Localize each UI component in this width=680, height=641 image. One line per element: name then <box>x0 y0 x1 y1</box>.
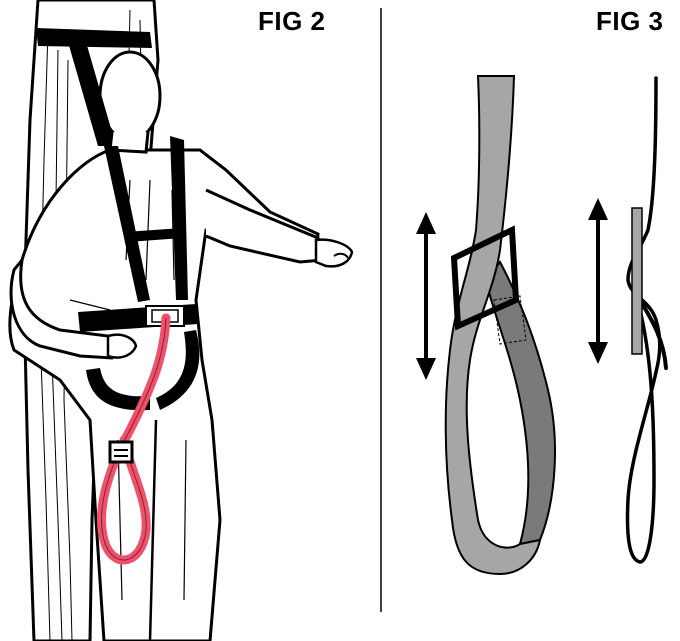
fig3-illustration <box>416 76 666 574</box>
double-arrow-icon <box>588 198 608 364</box>
double-arrow-icon <box>416 212 436 380</box>
tether-buckle <box>110 442 132 462</box>
fig2-illustration <box>10 0 352 641</box>
cord-plate <box>632 208 642 354</box>
